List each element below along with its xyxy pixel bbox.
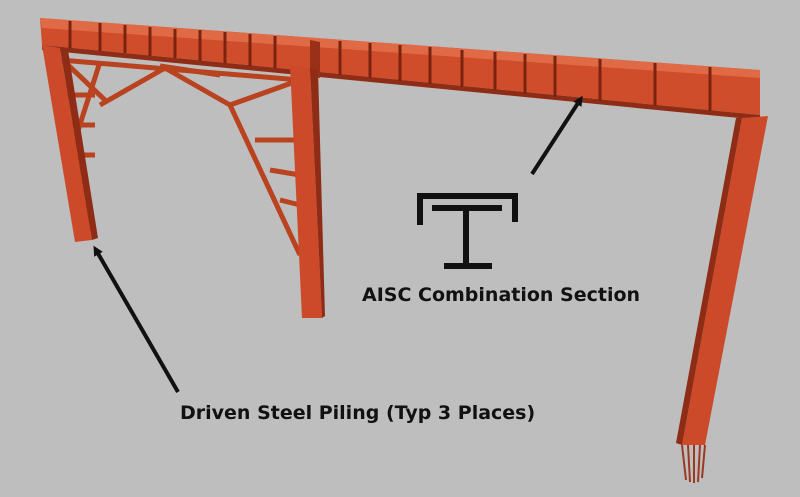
brace-diagonal	[98, 65, 167, 108]
combination-section-icon	[417, 193, 518, 269]
arrow-to-beam	[530, 95, 583, 176]
combination-section-label: AISC Combination Section	[362, 284, 641, 306]
bracing-frame	[59, 57, 303, 257]
brace-diagonal	[159, 63, 221, 78]
brace-diagonal	[63, 60, 107, 102]
arrow-to-piling	[93, 245, 180, 394]
middle-column	[290, 65, 325, 318]
channel-cap	[417, 193, 518, 225]
brace-diagonal	[227, 103, 303, 257]
pile-tip	[681, 444, 706, 483]
left-column	[42, 45, 98, 242]
driven-piling-label: Driven Steel Piling (Typ 3 Places)	[180, 402, 536, 424]
brace-diagonal	[229, 77, 301, 108]
right-column	[676, 116, 768, 483]
beam-stiffeners	[68, 21, 712, 111]
brace-diagonal	[163, 65, 232, 108]
brace-strut	[269, 167, 301, 178]
